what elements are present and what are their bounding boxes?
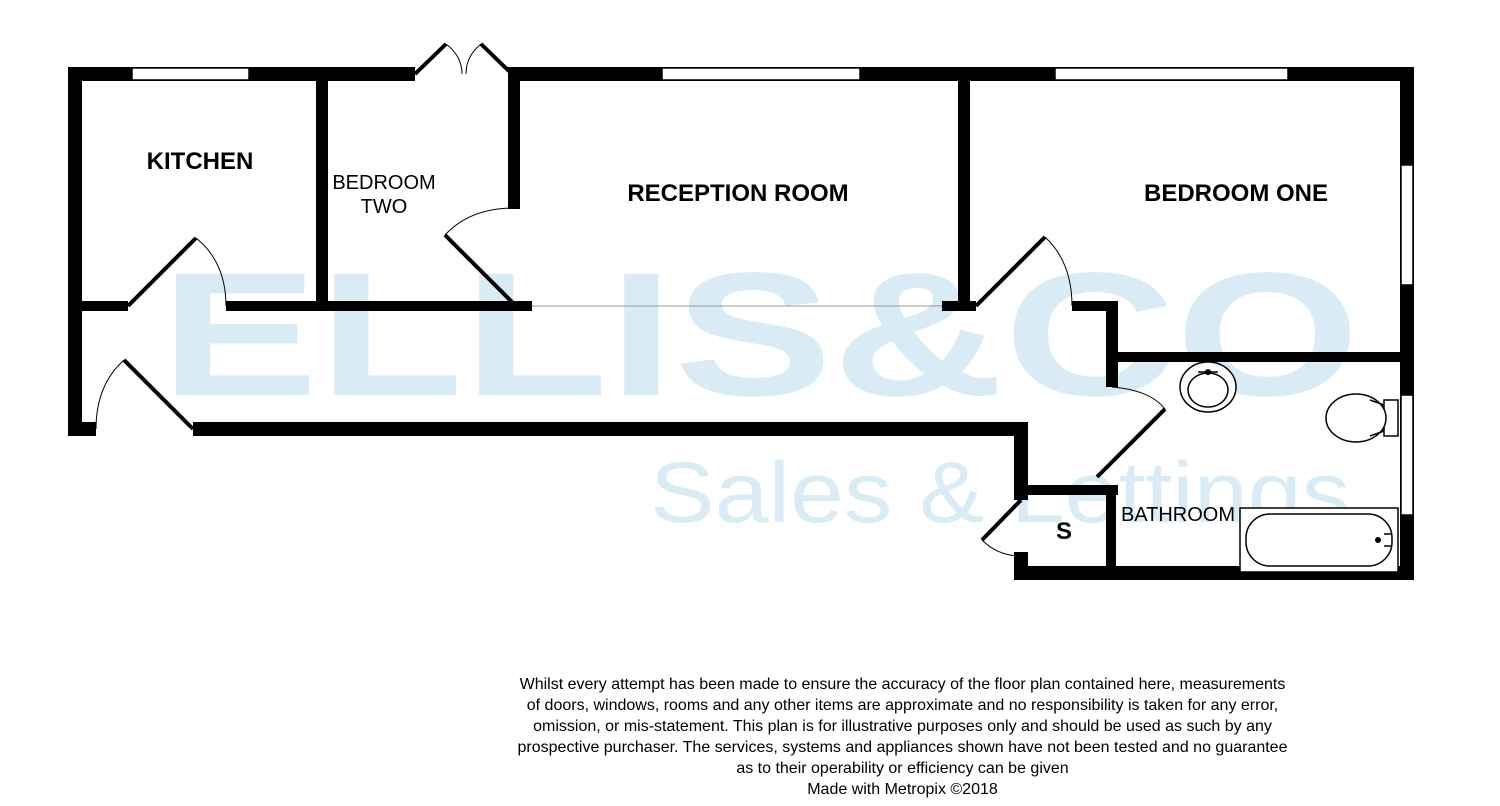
wall-storage-right <box>1106 485 1116 580</box>
room-label-storage: S <box>1056 518 1072 545</box>
wall-bathroom-left <box>1106 301 1118 387</box>
wall-left <box>68 67 82 435</box>
disclaimer-line: of doors, windows, rooms and any other i… <box>526 697 1279 714</box>
bathroom-fixtures <box>1179 361 1399 573</box>
wall-reception-bedroom-one <box>958 67 970 311</box>
wall-storage-bottom-left <box>1014 552 1028 580</box>
room-label-bedroom-two-line2: TWO <box>361 196 408 218</box>
storage-door-icon <box>980 498 1023 557</box>
disclaimer-line: omission, or mis-statement. This plan is… <box>533 718 1272 735</box>
metropix-credit: Made with Metropix ©2018 <box>807 781 998 798</box>
room-label-kitchen: KITCHEN <box>147 148 254 175</box>
room-label-reception-room: RECEPTION ROOM <box>627 180 848 207</box>
bedroom-one-window <box>1054 67 1289 81</box>
windows <box>131 67 1414 516</box>
room-label-bathroom: BATHROOM <box>1121 504 1235 526</box>
room-label-bedroom-two-line1: BEDROOM <box>332 172 435 194</box>
wall-hall-kitchen <box>82 301 128 311</box>
toilet-icon <box>1325 393 1399 443</box>
wall-bottom-left-stub <box>68 422 96 436</box>
bathroom-door-icon <box>1095 386 1167 479</box>
front-double-door-icon <box>413 42 514 76</box>
bedroom-one-door-icon <box>974 235 1073 308</box>
wall-kitchen-bedroom-two <box>316 67 328 311</box>
kitchen-window <box>131 67 250 81</box>
doors <box>95 42 1167 557</box>
room-label-bedroom-one: BEDROOM ONE <box>1144 180 1328 207</box>
bedroom-one-side-window <box>1400 164 1414 286</box>
reception-window <box>661 67 861 81</box>
watermark-tagline: Sales & Lettings <box>650 445 1350 541</box>
wall-corridor-step <box>1014 422 1028 500</box>
bath-icon <box>1239 507 1399 573</box>
entrance-door-icon <box>95 358 195 431</box>
kitchen-door-icon <box>126 236 227 308</box>
room-labels: KITCHEN BEDROOM TWO RECEPTION ROOM BEDRO… <box>147 148 1328 545</box>
wall-hall-bedroom-one <box>1072 301 1118 311</box>
bathroom-window <box>1400 394 1414 516</box>
watermark-brand: ELLIS&CO <box>160 237 1360 433</box>
wall-corridor-bottom <box>193 422 1028 436</box>
disclaimer-line: as to their operability or efficiency ca… <box>736 760 1069 777</box>
wall-hall-bedroom-two <box>226 301 532 311</box>
wall-bedroom-two-reception <box>508 67 520 209</box>
bedroom-two-door-icon <box>443 207 516 306</box>
watermark: ELLIS&CO Sales & Lettings <box>160 237 1360 541</box>
disclaimer-line: Whilst every attempt has been made to en… <box>519 676 1286 693</box>
wall-hall-reception-end <box>942 301 976 311</box>
sink-icon <box>1179 361 1237 413</box>
disclaimer-line: prospective purchaser. The services, sys… <box>517 739 1288 756</box>
wall-storage-top <box>1028 485 1118 495</box>
wall-bathroom-top <box>1106 352 1414 362</box>
disclaimer: Whilst every attempt has been made to en… <box>440 674 1365 800</box>
